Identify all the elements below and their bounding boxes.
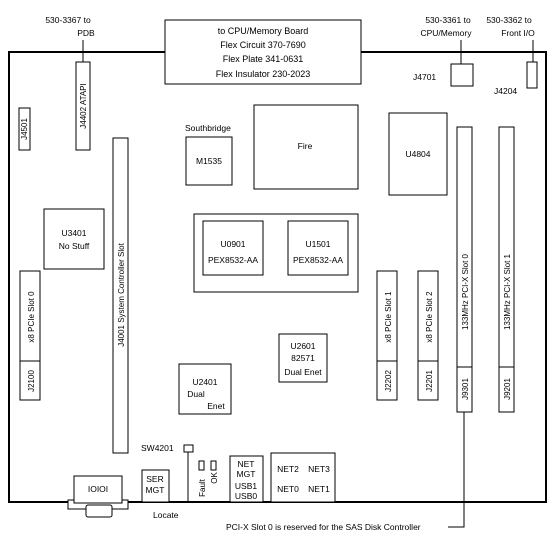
j9301-label: J9301 <box>461 378 470 400</box>
ser-mgt-line2: MGT <box>146 485 165 495</box>
u3401-chip <box>43 208 105 270</box>
flex-box-line2: Flex Circuit 370-7690 <box>220 40 306 50</box>
u3401-note: No Stuff <box>59 241 90 251</box>
ser-mgt-line1: SER <box>146 474 163 484</box>
j4204-label: J4204 <box>494 86 517 96</box>
fault-label: Fault <box>198 478 207 497</box>
j4001-system-controller-slot <box>112 137 129 454</box>
j9201-label: J9201 <box>503 378 512 400</box>
j4402-label: J4402 ATAPI <box>79 83 88 129</box>
j4701-connector <box>450 63 474 87</box>
u1501-label: U1501 <box>305 239 330 249</box>
ok-led <box>210 460 217 471</box>
pcie-slot-2 <box>417 270 439 401</box>
pcie-slot-1-label: x8 PCIe Slot 1 <box>384 291 393 343</box>
j4701-label: J4701 <box>413 72 436 82</box>
ok-label: OK <box>210 472 219 484</box>
sw4201-switch <box>183 444 194 453</box>
flex-connector-box <box>164 19 362 85</box>
u3401-label: U3401 <box>61 228 86 238</box>
u0901-chip <box>202 220 264 276</box>
u2401-label: U2401 <box>192 377 217 387</box>
u4804-label: U4804 <box>405 149 430 159</box>
u1501-part: PEX8532-AA <box>293 255 343 265</box>
j4402-atapi-connector <box>75 61 91 151</box>
net2-label: NET2 <box>277 464 299 474</box>
u1501-chip <box>287 220 349 276</box>
usb0-label: USB0 <box>235 491 257 501</box>
pcix-slot0-footnote: PCI-X Slot 0 is reserved for the SAS Dis… <box>226 522 421 532</box>
net-mgt-line1: NET <box>238 459 255 469</box>
u4804-chip <box>388 112 448 196</box>
sw4201-label: SW4201 <box>141 443 174 453</box>
m1535-label: M1535 <box>196 156 222 166</box>
pcie-slot-1 <box>376 270 398 401</box>
serial-port-connector <box>73 475 123 504</box>
net-mgt-usb-block <box>229 455 264 503</box>
pcie-slot-0 <box>19 270 41 401</box>
u2401-line2: Dual <box>187 389 205 399</box>
j4501-label: J4501 <box>20 118 29 140</box>
u2401-chip <box>178 363 232 415</box>
front-io-callout-line1: 530-3362 to <box>486 15 532 25</box>
flex-box-line1: to CPU/Memory Board <box>218 26 309 36</box>
serial-port-body <box>85 504 113 518</box>
pdb-callout-line2: PDB <box>77 28 95 38</box>
u0901-label: U0901 <box>220 239 245 249</box>
j4001-label: J4001 System Controller Slot <box>117 242 126 346</box>
pdb-callout-line1: 530-3367 to <box>45 15 91 25</box>
cpu-memory-callout-line1: 530-3361 to <box>425 15 471 25</box>
net1-label: NET1 <box>308 484 330 494</box>
u0901-part: PEX8532-AA <box>208 255 258 265</box>
front-io-callout-line2: Front I/O <box>501 28 535 38</box>
footnote-leader <box>448 412 465 528</box>
fire-chip <box>253 104 359 190</box>
u2601-label: U2601 <box>290 341 315 351</box>
locate-label: Locate <box>153 510 179 520</box>
flex-box-line3: Flex Plate 341-0631 <box>223 54 304 64</box>
fault-led <box>198 460 205 471</box>
u2601-part: 82571 <box>291 353 315 363</box>
net-mgt-line2: MGT <box>237 469 256 479</box>
pcix-slot-1 <box>498 126 515 413</box>
j4501-connector <box>18 107 31 151</box>
flex-box-line4: Flex Insulator 230-2023 <box>216 69 311 79</box>
pcie-slot-0-label: x8 PCIe Slot 0 <box>27 291 36 343</box>
southbridge-label: Southbridge <box>185 123 231 133</box>
cpu-memory-callout-line2: CPU/Memory <box>420 28 472 38</box>
pcix-slot-1-label: 133MHz PCI-X Slot 1 <box>503 253 512 330</box>
net0-label: NET0 <box>277 484 299 494</box>
j2100-label: J2100 <box>27 370 36 392</box>
j2201-label: J2201 <box>425 370 434 392</box>
ser-mgt-port <box>141 469 170 503</box>
fire-label: Fire <box>298 141 313 151</box>
pcix-slot-0-label: 133MHz PCI-X Slot 0 <box>461 253 470 330</box>
j4204-connector <box>526 61 538 89</box>
u2401-line3: Enet <box>207 401 225 411</box>
net3-label: NET3 <box>308 464 330 474</box>
u2601-chip <box>278 333 328 383</box>
j2202-label: J2202 <box>384 370 393 392</box>
u2601-function: Dual Enet <box>284 367 322 377</box>
m1535-chip <box>185 136 233 186</box>
usb1-label: USB1 <box>235 481 257 491</box>
pcie-slot-2-label: x8 PCIe Slot 2 <box>425 291 434 343</box>
serial-port-label: IOIOI <box>88 484 108 494</box>
net-ports-block <box>270 452 336 503</box>
